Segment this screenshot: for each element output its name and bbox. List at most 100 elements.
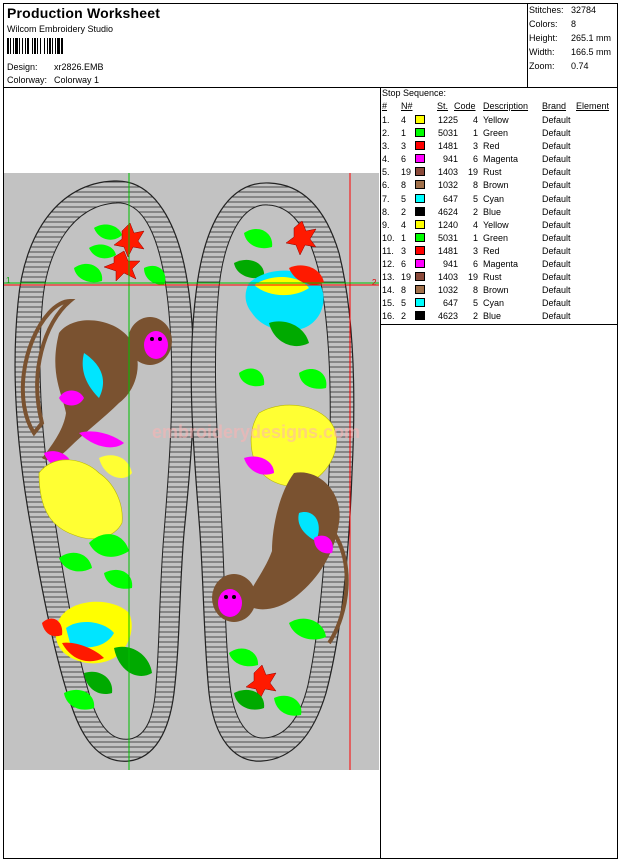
row-description: Brown <box>483 180 509 191</box>
row-number: 12. <box>382 259 395 270</box>
row-number: 9. <box>382 219 390 230</box>
sequence-divider <box>380 87 381 859</box>
barcode <box>7 38 103 54</box>
header-stitches: St. <box>437 101 449 111</box>
row-code: 3 <box>472 141 478 152</box>
row-code: 5 <box>472 193 478 204</box>
row-needle: 4 <box>401 115 407 125</box>
design-value: xr2826.EMB <box>54 62 104 72</box>
row-code: 5 <box>472 298 478 309</box>
row-code: 6 <box>472 259 478 270</box>
row-stitches: 1481 <box>437 141 458 152</box>
row-description: Rust <box>483 272 502 283</box>
row-brand: Default <box>542 272 571 283</box>
watermark-text: embroiderydesigns.com <box>152 422 360 442</box>
row-code: 2 <box>472 206 478 217</box>
row-needle: 1 <box>401 232 407 243</box>
row-number: 11. <box>382 245 394 256</box>
worksheet-frame <box>3 3 618 859</box>
colorway-value: Colorway 1 <box>54 75 100 85</box>
header-description: Description <box>483 101 529 111</box>
color-swatch <box>415 167 425 177</box>
row-needle: 3 <box>401 141 407 152</box>
design-preview: embroiderydesigns.com 1 2 <box>4 173 379 770</box>
row-needle: 5 <box>401 298 407 309</box>
row-code: 2 <box>472 311 478 322</box>
row-needle: 5 <box>401 193 407 204</box>
row-number: 1. <box>382 115 390 125</box>
row-number: 13. <box>382 272 395 283</box>
row-description: Red <box>483 245 500 256</box>
row-code: 3 <box>472 245 478 256</box>
design-label: Design: <box>7 62 38 72</box>
color-swatch <box>415 219 425 229</box>
color-swatch <box>415 311 425 321</box>
row-code: 4 <box>472 219 478 230</box>
row-description: Blue <box>483 311 502 322</box>
color-swatch <box>415 285 425 295</box>
row-code: 8 <box>472 285 478 296</box>
header-brand: Brand <box>542 101 567 111</box>
embroidery-preview-image: embroiderydesigns.com <box>4 173 379 770</box>
row-stitches: 941 <box>442 154 458 165</box>
row-description: Yellow <box>483 219 509 230</box>
row-code: 1 <box>472 232 478 243</box>
row-brand: Default <box>542 180 571 191</box>
row-description: Green <box>483 128 509 139</box>
row-stitches: 647 <box>442 193 458 204</box>
row-stitches: 1481 <box>437 245 458 256</box>
row-stitches: 5031 <box>437 128 458 139</box>
row-stitches: 1032 <box>437 285 458 296</box>
row-stitches: 1240 <box>437 219 458 230</box>
row-needle: 19 <box>401 272 412 283</box>
row-brand: Default <box>542 206 571 217</box>
color-swatch <box>415 232 425 242</box>
row-stitches: 647 <box>442 298 458 309</box>
color-swatch <box>415 245 425 255</box>
row-code: 19 <box>467 167 478 178</box>
color-swatch <box>415 115 425 124</box>
row-brand: Default <box>542 128 571 139</box>
row-brand: Default <box>542 219 571 230</box>
header-num: # <box>382 101 388 111</box>
header-code: Code <box>454 101 476 111</box>
color-swatch <box>415 128 425 138</box>
row-brand: Default <box>542 259 571 270</box>
row-description: Rust <box>483 167 502 178</box>
row-brand: Default <box>542 232 571 243</box>
guide-marker-1: 1 <box>6 276 11 285</box>
row-number: 7. <box>382 193 390 204</box>
row-description: Red <box>483 141 500 152</box>
row-brand: Default <box>542 167 571 178</box>
software-name: Wilcom Embroidery Studio <box>7 24 114 34</box>
row-needle: 6 <box>401 154 407 165</box>
row-needle: 2 <box>401 311 407 322</box>
row-stitches: 5031 <box>437 232 458 243</box>
row-stitches: 4623 <box>437 311 458 322</box>
row-description: Magenta <box>483 259 519 270</box>
row-code: 4 <box>472 115 478 125</box>
row-brand: Default <box>542 154 571 165</box>
color-swatch <box>415 154 425 164</box>
row-stitches: 1225 <box>437 115 458 125</box>
row-number: 5. <box>382 167 390 178</box>
row-brand: Default <box>542 298 571 309</box>
row-number: 8. <box>382 206 390 217</box>
row-number: 10. <box>382 232 395 243</box>
color-swatch <box>415 272 425 282</box>
row-brand: Default <box>542 193 571 204</box>
sequence-bottom-divider <box>380 324 618 325</box>
row-description: Magenta <box>483 154 519 165</box>
